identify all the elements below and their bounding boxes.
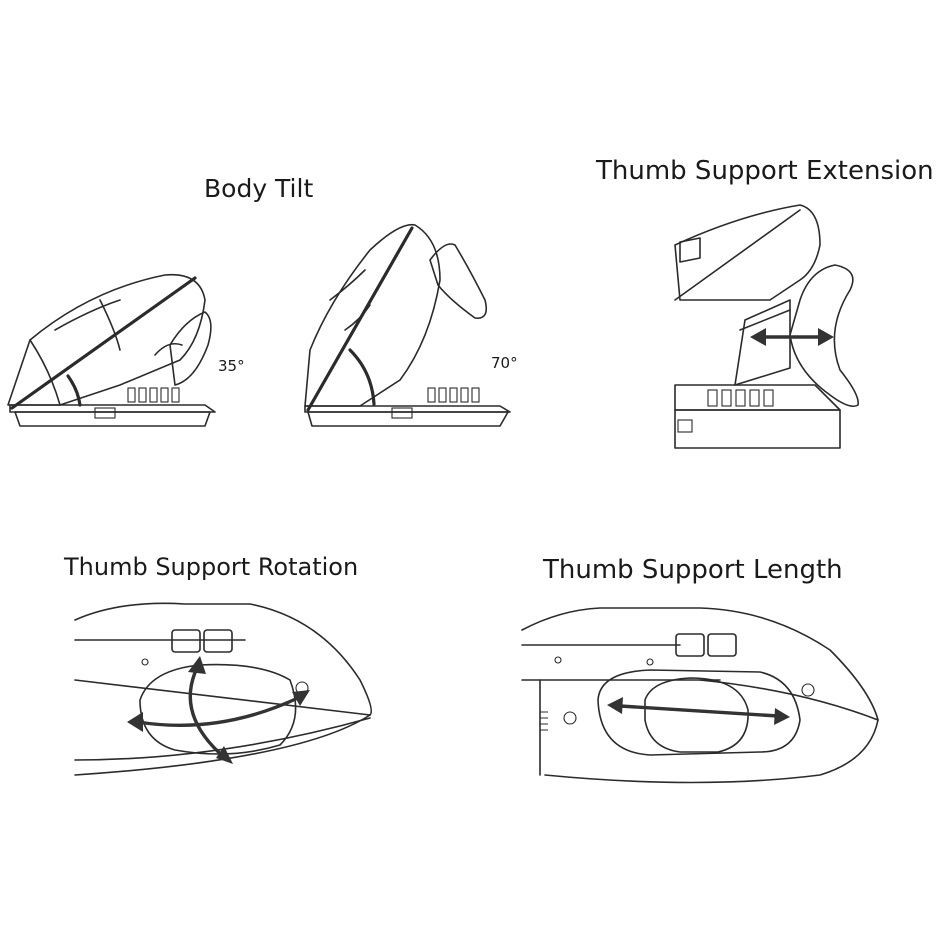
thumb-support-length-title: Thumb Support Length: [543, 555, 843, 585]
thumb-length-drawing: [521, 607, 879, 784]
body-tilt-title: Body Tilt: [204, 174, 314, 203]
thumb-support-rotation-title: Thumb Support Rotation: [64, 553, 359, 581]
thumb-extension-drawing: [674, 204, 859, 449]
mouse-tilt-70-drawing: [304, 223, 511, 427]
thumb-rotation-drawing: [74, 602, 373, 776]
angle-70-label: 70°: [491, 354, 518, 372]
angle-35-label: 35°: [218, 357, 245, 375]
mouse-tilt-35-drawing: [7, 273, 216, 427]
thumb-support-extension-title: Thumb Support Extension: [596, 156, 934, 186]
